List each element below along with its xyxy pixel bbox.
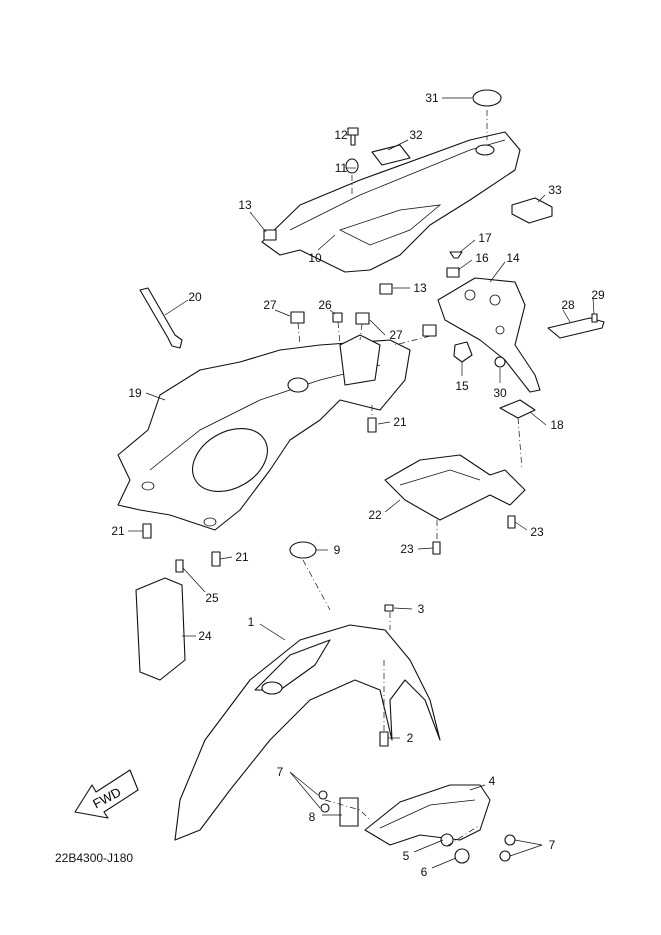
part-license-bracket bbox=[437, 277, 541, 393]
callout-33: 33 bbox=[548, 183, 562, 197]
part-band bbox=[139, 287, 183, 349]
part-clip bbox=[453, 341, 473, 363]
part-reflector-bracket bbox=[547, 317, 605, 339]
part-bolt bbox=[379, 731, 389, 747]
callout-4: 4 bbox=[488, 774, 496, 788]
part-grommet bbox=[454, 848, 470, 864]
part-nut bbox=[422, 324, 437, 337]
callout-21: 21 bbox=[235, 550, 249, 564]
part-bracket bbox=[384, 454, 526, 521]
callout-20: 20 bbox=[188, 290, 202, 304]
callout-25: 25 bbox=[205, 591, 219, 605]
part-screw bbox=[449, 251, 463, 259]
part-pad bbox=[511, 197, 553, 224]
part-decal bbox=[371, 144, 411, 166]
part-nut bbox=[355, 312, 370, 325]
callout-13: 13 bbox=[238, 198, 252, 212]
part-nut bbox=[379, 283, 393, 295]
callout-32: 32 bbox=[409, 128, 423, 142]
part-bolt bbox=[142, 523, 152, 539]
callout-17: 17 bbox=[478, 231, 492, 245]
part-nut bbox=[290, 311, 305, 324]
part-bracket bbox=[339, 797, 359, 827]
callout-7: 7 bbox=[548, 838, 556, 852]
part-bolt bbox=[507, 515, 516, 529]
callout-10: 10 bbox=[308, 251, 322, 265]
part-emblem bbox=[472, 89, 502, 107]
callout-2: 2 bbox=[406, 731, 414, 745]
callout-31: 31 bbox=[425, 91, 439, 105]
part-nut bbox=[332, 312, 343, 323]
callout-23: 23 bbox=[530, 525, 544, 539]
part-tail-cover bbox=[261, 131, 521, 273]
part-front-fender-guard bbox=[364, 784, 491, 846]
callout-28: 28 bbox=[561, 298, 575, 312]
callout-15: 15 bbox=[455, 379, 469, 393]
part-bolt bbox=[347, 127, 359, 146]
callout-30: 30 bbox=[493, 386, 507, 400]
part-screw bbox=[320, 803, 330, 813]
part-rear-fender bbox=[117, 334, 411, 531]
part-screw bbox=[175, 559, 184, 573]
part-nut bbox=[494, 356, 506, 368]
callout-27: 27 bbox=[263, 298, 277, 312]
callout-29: 29 bbox=[591, 288, 605, 302]
callout-6: 6 bbox=[420, 865, 428, 879]
fwd-arrow-icon: FWD bbox=[74, 769, 139, 819]
part-front-fender bbox=[174, 624, 441, 841]
part-collar bbox=[345, 158, 359, 174]
part-screw bbox=[318, 790, 328, 800]
callout-11: 11 bbox=[334, 161, 348, 175]
callout-18: 18 bbox=[550, 418, 564, 432]
callout-13: 13 bbox=[413, 281, 427, 295]
part-nut bbox=[263, 229, 277, 241]
callout-24: 24 bbox=[198, 629, 212, 643]
part-bolt bbox=[367, 417, 377, 433]
part-screw bbox=[499, 850, 511, 862]
part-screw bbox=[504, 834, 516, 846]
callout-1: 1 bbox=[247, 615, 255, 629]
callout-5: 5 bbox=[402, 849, 410, 863]
callout-3: 3 bbox=[417, 602, 425, 616]
callout-26: 26 bbox=[318, 298, 332, 312]
callout-21: 21 bbox=[393, 415, 407, 429]
part-bolt bbox=[432, 541, 441, 555]
callout-16: 16 bbox=[475, 251, 489, 265]
callout-12: 12 bbox=[334, 128, 348, 142]
callout-9: 9 bbox=[333, 543, 341, 557]
callout-23: 23 bbox=[400, 542, 414, 556]
part-grommet bbox=[446, 267, 460, 278]
part-screw bbox=[384, 604, 394, 612]
part-mud-flap bbox=[135, 577, 186, 681]
part-screw bbox=[591, 313, 598, 323]
leader-lines bbox=[128, 97, 595, 869]
callout-19: 19 bbox=[128, 386, 142, 400]
part-clamp bbox=[289, 541, 317, 559]
part-bolt bbox=[211, 551, 221, 567]
callout-8: 8 bbox=[308, 810, 316, 824]
callout-14: 14 bbox=[506, 251, 520, 265]
callout-22: 22 bbox=[368, 508, 382, 522]
drawing-code: 22B4300-J180 bbox=[55, 851, 134, 865]
callout-27: 27 bbox=[389, 328, 403, 342]
part-plate bbox=[499, 399, 536, 419]
callout-21: 21 bbox=[111, 524, 125, 538]
callout-7: 7 bbox=[276, 765, 284, 779]
